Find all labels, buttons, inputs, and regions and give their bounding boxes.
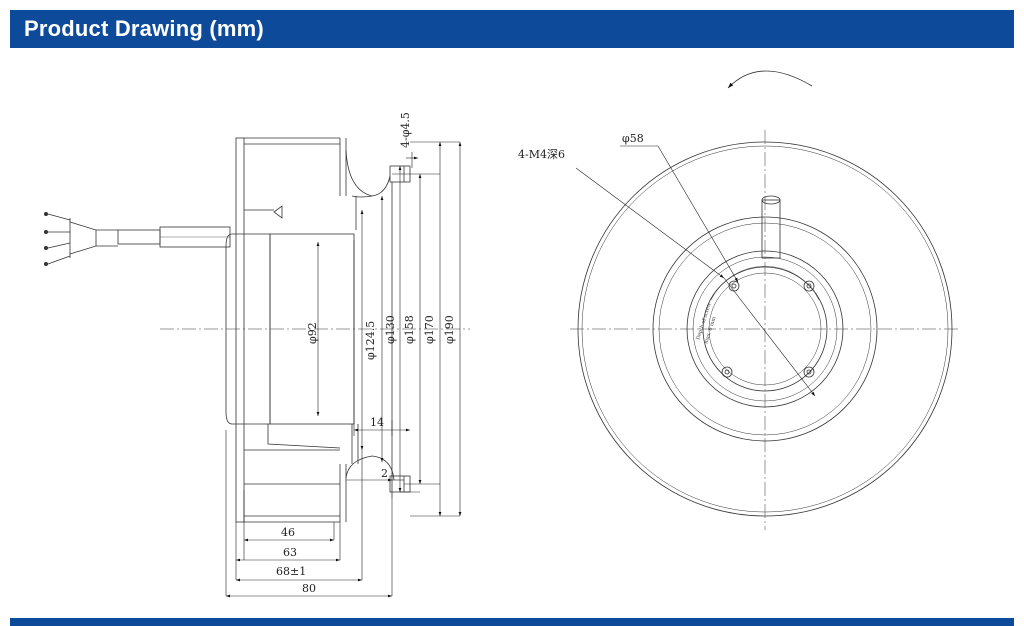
header-bar: Product Drawing (mm)	[10, 10, 1014, 48]
page-title: Product Drawing (mm)	[24, 16, 264, 41]
front-view	[570, 70, 960, 530]
front-view-dimensions	[575, 145, 816, 397]
dim-phi-130: φ130	[384, 315, 397, 344]
outer-ring	[577, 141, 953, 517]
dim-phi-124-5: φ124.5	[364, 321, 377, 360]
dim-68: 68±1	[276, 565, 306, 578]
dim-phi-190: φ190	[443, 315, 456, 344]
dim-46: 46	[281, 526, 295, 539]
cable	[44, 211, 231, 266]
front-view-labels: 4-M4深6 φ58 Depth of screw max. 6 mm	[518, 132, 718, 345]
motor-body	[225, 233, 355, 425]
rotation-arrow	[727, 70, 813, 89]
rear-flange	[235, 137, 340, 523]
thread-callout: 4-M4深6	[518, 148, 565, 161]
side-view	[44, 137, 470, 523]
dim-80: 80	[302, 582, 316, 595]
side-view-labels: 4-φ4.5 φ92 φ124.5 φ130 φ158 φ170 φ190 14…	[276, 112, 456, 595]
hub	[702, 266, 828, 392]
dim-phi-92: φ92	[306, 322, 319, 344]
footer-bar	[10, 618, 1014, 626]
center-diameter-label: φ58	[622, 132, 644, 145]
hole-spec-label: 4-φ4.5	[399, 112, 412, 148]
dim-2: 2	[381, 467, 388, 480]
dim-phi-158: φ158	[403, 315, 416, 344]
dim-14: 14	[370, 416, 384, 429]
cable-gland	[761, 195, 781, 259]
side-view-dimensions	[225, 141, 462, 598]
dim-63: 63	[283, 546, 297, 559]
motor-flange	[686, 250, 844, 408]
dim-phi-170: φ170	[423, 315, 436, 344]
impeller-disk	[652, 216, 878, 442]
impeller	[267, 138, 395, 522]
